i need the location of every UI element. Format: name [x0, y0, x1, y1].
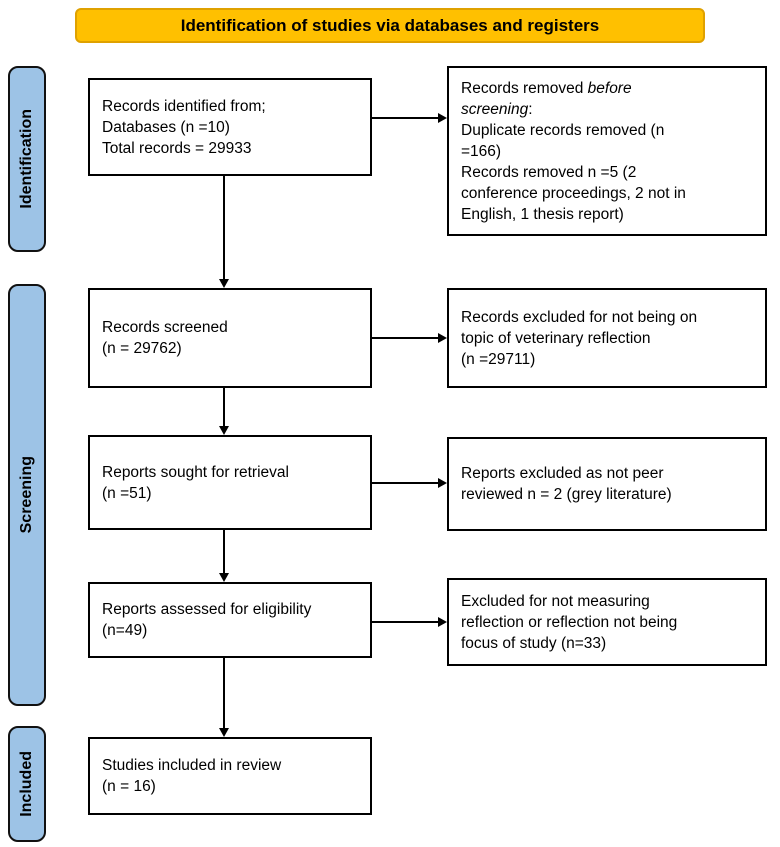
box-reports-sought-text: Reports sought for retrieval (n =51) [102, 463, 289, 502]
stage-label-identification: Identification [8, 66, 46, 252]
arrow-screened-to-excluded-topic [372, 337, 438, 339]
stage-label-screening: Screening [8, 284, 46, 706]
arrow-sought-to-excluded-peer [372, 482, 438, 484]
box-excluded-not-measuring-text: Excluded for not measuring reflection or… [461, 592, 678, 652]
diagram-title: Identification of studies via databases … [180, 15, 600, 35]
records-removed-suffix: : Duplicate records removed (n =166) Rec… [461, 100, 686, 223]
box-records-screened: Records screened (n = 29762) [88, 288, 372, 388]
box-records-removed-text: Records removed before screening: Duplic… [461, 78, 686, 225]
box-records-excluded-topic-text: Records excluded for not being on topic … [461, 308, 698, 368]
stage-label-identification-text: Identification [18, 109, 35, 209]
box-studies-included: Studies included in review (n = 16) [88, 737, 372, 815]
arrow-screened-to-sought [223, 388, 225, 426]
arrow-sought-to-assessed [223, 530, 225, 573]
box-records-identified-text: Records identified from; Databases (n =1… [102, 97, 266, 157]
arrow-identified-to-removed [372, 117, 438, 119]
box-reports-assessed-text: Reports assessed for eligibility (n=49) [102, 601, 312, 639]
arrow-identified-to-screened [223, 176, 225, 279]
box-records-removed: Records removed before screening: Duplic… [447, 66, 767, 236]
arrow-assessed-to-excluded-measure [372, 621, 438, 623]
stage-label-screening-text: Screening [18, 456, 35, 534]
diagram-title-banner: Identification of studies via databases … [75, 8, 705, 43]
box-records-identified: Records identified from; Databases (n =1… [88, 78, 372, 176]
box-excluded-not-measuring: Excluded for not measuring reflection or… [447, 578, 767, 666]
box-reports-sought: Reports sought for retrieval (n =51) [88, 435, 372, 530]
box-reports-excluded-peer-text: Reports excluded as not peer reviewed n … [461, 465, 672, 503]
stage-label-included-text: Included [18, 751, 35, 817]
box-studies-included-text: Studies included in review (n = 16) [102, 757, 282, 795]
box-records-screened-text: Records screened (n = 29762) [102, 319, 228, 357]
records-removed-italic: before screening [461, 79, 632, 118]
stage-label-included: Included [8, 726, 46, 842]
box-reports-excluded-peer: Reports excluded as not peer reviewed n … [447, 437, 767, 531]
box-reports-assessed: Reports assessed for eligibility (n=49) [88, 582, 372, 658]
box-records-excluded-topic: Records excluded for not being on topic … [447, 288, 767, 388]
records-removed-prefix: Records removed [461, 79, 588, 97]
arrow-assessed-to-included [223, 658, 225, 728]
